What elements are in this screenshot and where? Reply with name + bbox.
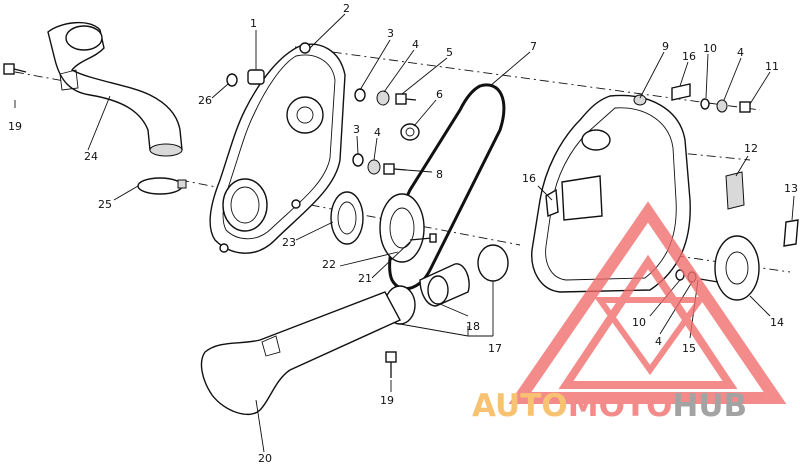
bolt-lower	[385, 351, 397, 378]
callout-13: 13	[784, 182, 798, 195]
callout-10: 10	[703, 42, 717, 55]
outlet-duct	[200, 291, 401, 415]
callout-7: 7	[530, 40, 537, 53]
watermark-hub: HUB	[672, 388, 747, 424]
callout-11: 11	[765, 60, 779, 73]
callout-4: 4	[412, 38, 419, 51]
watermark-triangle	[508, 201, 787, 404]
callout-9: 9	[662, 40, 669, 53]
callout-4: 4	[737, 46, 744, 59]
callout-14: 14	[770, 316, 784, 329]
hardware-upper	[354, 88, 417, 106]
washer-26	[226, 73, 238, 87]
watermark: AUTOMOTOHUB	[472, 201, 787, 424]
spacer	[247, 69, 265, 85]
callout-labels: 1 2 3 3 4 4 4 4 5 6 7 8 9 10 10 11 12 13…	[8, 2, 798, 465]
callout-25: 25	[98, 198, 112, 211]
inner-cover-plate	[209, 42, 346, 254]
callout-6: 6	[436, 88, 443, 101]
watermark-moto: MOTO	[568, 388, 673, 424]
decals-and-misc	[545, 83, 799, 301]
hardware-lower	[352, 153, 407, 175]
callout-20: 20	[258, 452, 272, 465]
callout-21: 21	[358, 272, 372, 285]
drive-belt	[388, 83, 506, 291]
drive-pulley	[379, 193, 425, 263]
callout-4: 4	[374, 126, 381, 139]
intake-duct	[47, 22, 183, 157]
callout-19: 19	[8, 120, 22, 133]
bolt-top-left	[3, 63, 27, 75]
watermark-auto: AUTO	[472, 388, 568, 424]
outer-cover	[531, 94, 691, 293]
callout-1: 1	[250, 17, 257, 30]
callout-22: 22	[322, 258, 336, 271]
seal	[330, 191, 364, 245]
bushing	[400, 123, 420, 141]
callout-23: 23	[282, 236, 296, 249]
callout-16: 16	[682, 50, 696, 63]
callout-15: 15	[682, 342, 696, 355]
callout-16: 16	[522, 172, 536, 185]
callout-12: 12	[744, 142, 758, 155]
pulley-bolt	[409, 233, 437, 243]
callout-5: 5	[446, 46, 453, 59]
hose-clamp	[137, 177, 187, 195]
callout-19: 19	[380, 394, 394, 407]
callout-26: 26	[198, 94, 212, 107]
callout-2: 2	[343, 2, 350, 15]
callout-4: 4	[655, 335, 662, 348]
sleeve	[419, 263, 470, 307]
callout-3: 3	[353, 123, 360, 136]
callout-8: 8	[436, 168, 443, 181]
callout-18: 18	[466, 320, 480, 333]
svg-text:AUTOMOTOHUB: AUTOMOTOHUB	[472, 388, 747, 424]
callout-10: 10	[632, 316, 646, 329]
callout-24: 24	[84, 150, 98, 163]
callout-3: 3	[387, 27, 394, 40]
callout-17: 17	[488, 342, 502, 355]
